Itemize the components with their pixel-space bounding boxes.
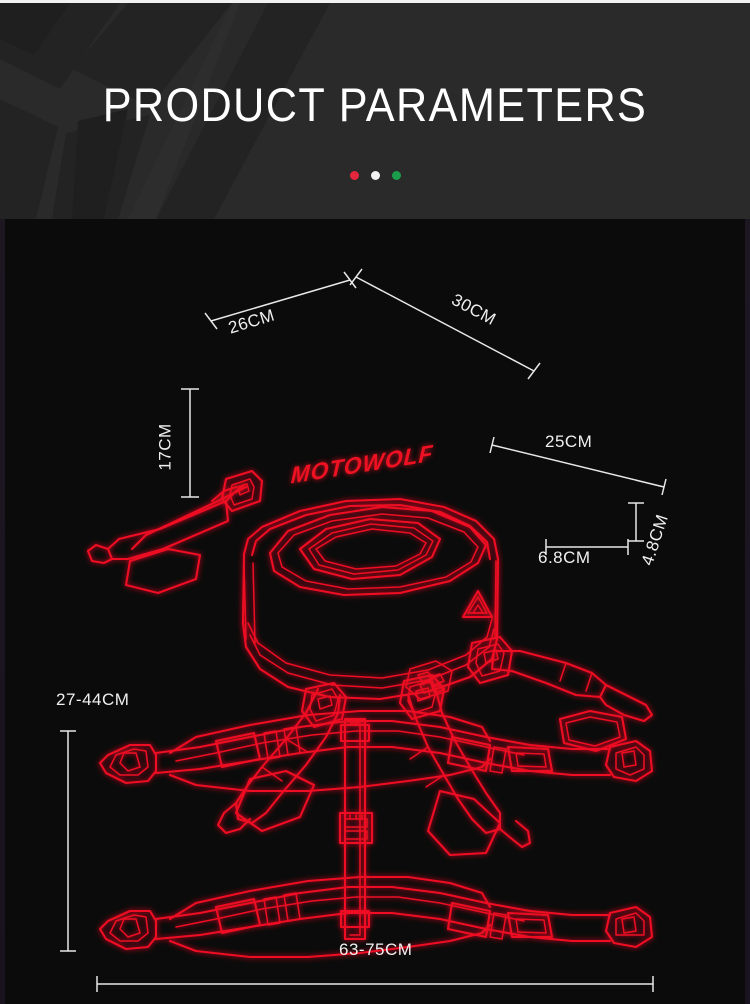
header-banner: PRODUCT PARAMETERS bbox=[0, 3, 750, 219]
dot-green bbox=[391, 171, 401, 180]
dimension-label-6-8cm: 6.8CM bbox=[538, 548, 591, 567]
belt-lower bbox=[98, 875, 654, 959]
velcro-pad-left bbox=[124, 547, 202, 595]
harness-dimension-lines bbox=[60, 730, 654, 992]
dimension-label-17cm: 17CM bbox=[155, 423, 175, 471]
panel-left-edge bbox=[0, 219, 5, 1004]
dimension-label-27-44cm: 27-44CM bbox=[56, 690, 130, 709]
center-connector-strap bbox=[338, 717, 374, 941]
dimension-label-25cm: 25CM bbox=[545, 432, 593, 451]
tank-bag-dimension-lines bbox=[181, 268, 667, 555]
dot-white bbox=[370, 171, 380, 180]
buckle-rear-left bbox=[220, 469, 264, 513]
velcro-pad-right bbox=[558, 709, 628, 753]
header-dots bbox=[0, 171, 750, 180]
phone-window bbox=[298, 517, 442, 581]
strap-front-left bbox=[130, 485, 248, 551]
header-background-pattern bbox=[0, 3, 750, 219]
buckle-front-center bbox=[300, 681, 348, 729]
dimension-label-63-75cm: 63-75CM bbox=[339, 940, 413, 959]
panel-right-edge bbox=[745, 219, 750, 1004]
page-top-strip bbox=[0, 0, 750, 3]
buckle-right bbox=[466, 635, 514, 685]
velcro-pad-bottom-left bbox=[234, 769, 316, 833]
page-title: PRODUCT PARAMETERS bbox=[102, 78, 648, 131]
tank-bag-illustration bbox=[86, 469, 654, 857]
velcro-pad-bottom-right bbox=[426, 789, 502, 857]
bag-body bbox=[241, 497, 500, 701]
diagram-panel bbox=[0, 219, 750, 1004]
harness-illustration bbox=[98, 709, 654, 959]
product-line-drawing: .r { fill:none; stroke:#ee1122; stroke-w… bbox=[60, 268, 667, 992]
strap-right-main bbox=[490, 649, 654, 723]
strap-rear-left bbox=[86, 483, 246, 565]
bag-lid bbox=[268, 505, 488, 597]
belt-upper bbox=[98, 709, 654, 793]
brand-badge-triangle bbox=[461, 589, 494, 619]
dot-red bbox=[349, 171, 359, 180]
center-adjuster-buckle bbox=[338, 811, 374, 845]
magnet-flap-patch bbox=[405, 660, 453, 700]
